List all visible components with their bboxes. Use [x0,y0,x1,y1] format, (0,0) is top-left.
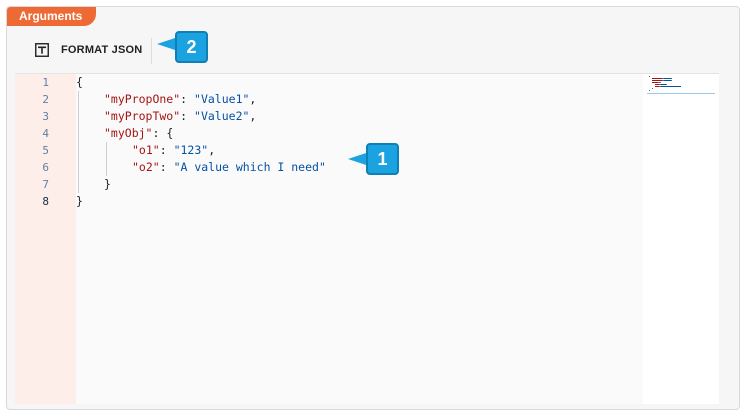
callout-pointer [157,38,175,50]
json-punct: : [180,92,195,106]
minimap-stroke [652,88,653,89]
minimap-stroke [658,82,661,83]
json-punct: , [249,92,257,106]
minimap-stroke [655,84,659,85]
line-number: 7 [42,178,49,191]
json-string: "Value2" [194,109,250,123]
json-string: "A value which I need" [173,160,326,174]
callout-badge-1: 1 [366,143,399,175]
code-line: } [104,176,111,193]
minimap-stroke [661,86,681,87]
code-line: { [76,74,83,91]
minimap-stroke [666,84,667,85]
callout-badge-2: 2 [175,31,208,63]
minimap-viewport [647,93,715,94]
toolbar-divider [151,38,152,64]
json-punct: } [104,177,111,191]
minimap-stroke [662,80,664,81]
line-number-gutter: 1 2 3 4 5 6 7 8 [15,74,76,404]
json-punct: : [159,160,174,174]
indent-guide [106,142,107,176]
text-format-icon [35,43,49,57]
editor-toolbar: FORMAT JSON [7,26,739,73]
minimap-stroke [649,76,650,77]
minimap-stroke [659,84,661,85]
json-string: "123" [173,143,209,157]
line-number: 4 [42,127,49,140]
json-key: "myPropTwo" [104,109,181,123]
code-line: "myPropTwo": "Value2", [104,108,256,125]
json-code-editor[interactable]: 1 2 3 4 5 6 7 8 {"myPropOne": "Value1","… [15,73,719,404]
json-punct: : { [152,126,174,140]
line-number: 5 [42,144,49,157]
minimap-stroke [649,90,650,91]
line-number-active: 8 [42,195,49,208]
json-punct: { [76,75,83,89]
minimap-stroke [659,86,661,87]
line-number: 1 [42,76,49,89]
json-punct: : [159,143,174,157]
minimap-stroke [671,80,672,81]
line-number: 2 [42,93,49,106]
code-line: } [76,193,83,210]
code-line: "myPropOne": "Value1", [104,91,256,108]
format-json-label: FORMAT JSON [61,44,143,56]
minimap-stroke [652,80,662,81]
code-line: "myObj": { [104,125,173,142]
format-json-button[interactable]: FORMAT JSON [35,40,142,60]
json-string: "Value1" [194,92,250,106]
arguments-tab[interactable]: Arguments [7,7,97,26]
json-punct: , [208,143,216,157]
indent-guide [78,91,79,193]
callout-pointer [348,153,366,165]
minimap-stroke [664,80,671,81]
line-number: 6 [42,161,49,174]
json-punct: , [249,109,257,123]
json-key: "o1" [132,143,160,157]
json-key: "myPropOne" [104,92,181,106]
minimap-stroke [655,86,659,87]
minimap-stroke [661,84,666,85]
arguments-panel: Arguments FORMAT JSON 1 2 3 4 5 6 7 8 [6,6,740,410]
minimap-stroke [662,78,664,79]
code-line: "o2": "A value which I need" [132,159,326,176]
minimap-stroke [652,82,658,83]
code-minimap[interactable] [643,74,719,404]
json-key: "o2" [132,160,160,174]
minimap-stroke [664,78,671,79]
minimap-stroke [652,78,662,79]
code-line: "o1": "123", [132,142,215,159]
json-key: "myObj" [104,126,153,140]
json-punct: } [76,194,83,208]
line-number: 3 [42,110,49,123]
minimap-stroke [671,78,672,79]
json-punct: : [180,109,195,123]
